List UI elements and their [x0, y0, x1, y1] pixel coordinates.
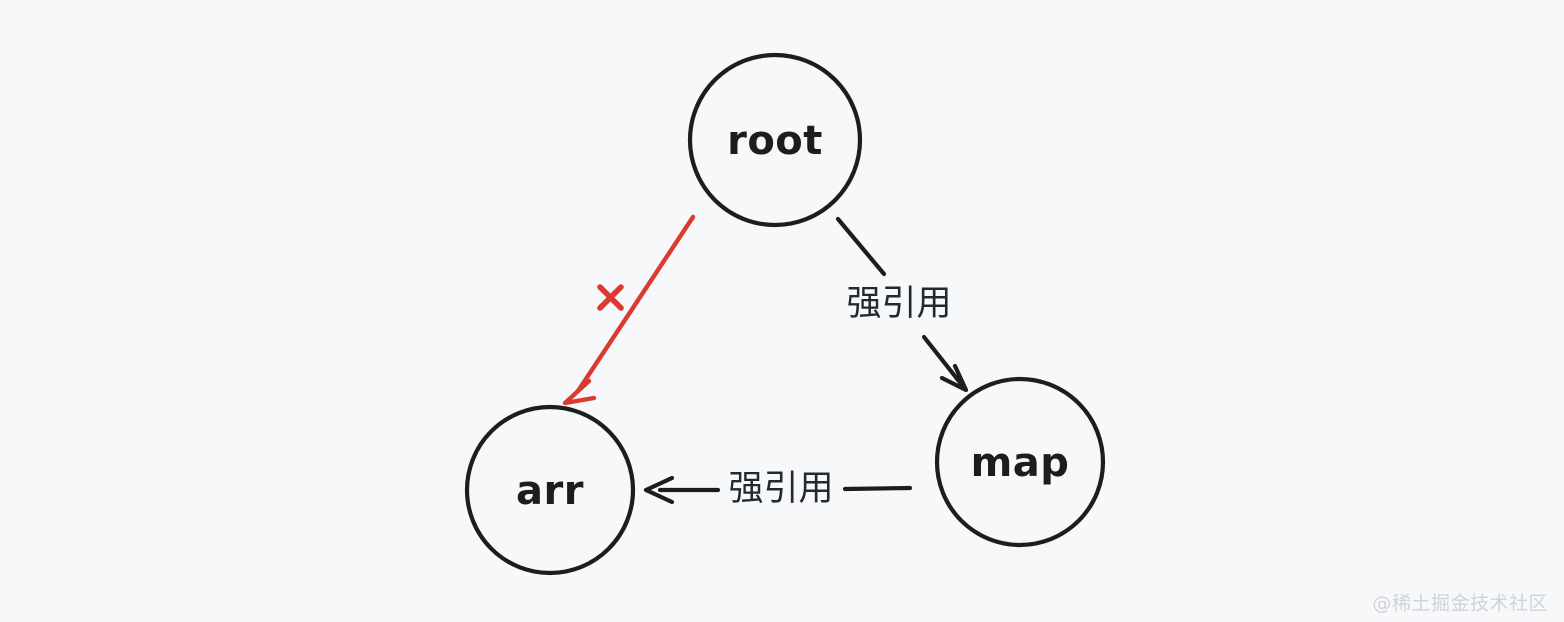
- edge-root-to-arr-arrowhead: [562, 378, 597, 406]
- node-arr-circle: [464, 404, 636, 576]
- edge-root-to-map-segment-upper: [835, 216, 887, 277]
- edge-root-to-map-segment-lower: [921, 334, 965, 388]
- node-map[interactable]: map: [934, 376, 1106, 548]
- broken-reference-cross-icon: [597, 284, 624, 311]
- node-arr[interactable]: arr: [464, 404, 636, 576]
- edge-root-to-arr-line: [575, 214, 696, 394]
- edge-root-to-map-label: 强引用: [846, 284, 951, 324]
- edge-root-to-arr[interactable]: [562, 214, 696, 406]
- node-arr-label: arr: [516, 468, 584, 514]
- node-root-label: root: [727, 118, 823, 164]
- edge-map-to-arr-segment-right: [842, 485, 913, 492]
- node-root[interactable]: root: [687, 52, 863, 228]
- edge-root-to-map[interactable]: 强引用: [835, 216, 969, 393]
- edge-map-to-arr-arrowhead: [643, 475, 675, 505]
- watermark: @稀土掘金技术社区: [1372, 593, 1548, 615]
- node-root-circle: [687, 52, 863, 228]
- node-map-label: map: [971, 440, 1070, 486]
- edge-map-to-arr-label: 强引用: [728, 469, 833, 509]
- edge-root-to-map-arrowhead: [939, 363, 969, 393]
- edge-map-to-arr[interactable]: 强引用: [643, 469, 913, 509]
- node-map-circle: [934, 376, 1106, 548]
